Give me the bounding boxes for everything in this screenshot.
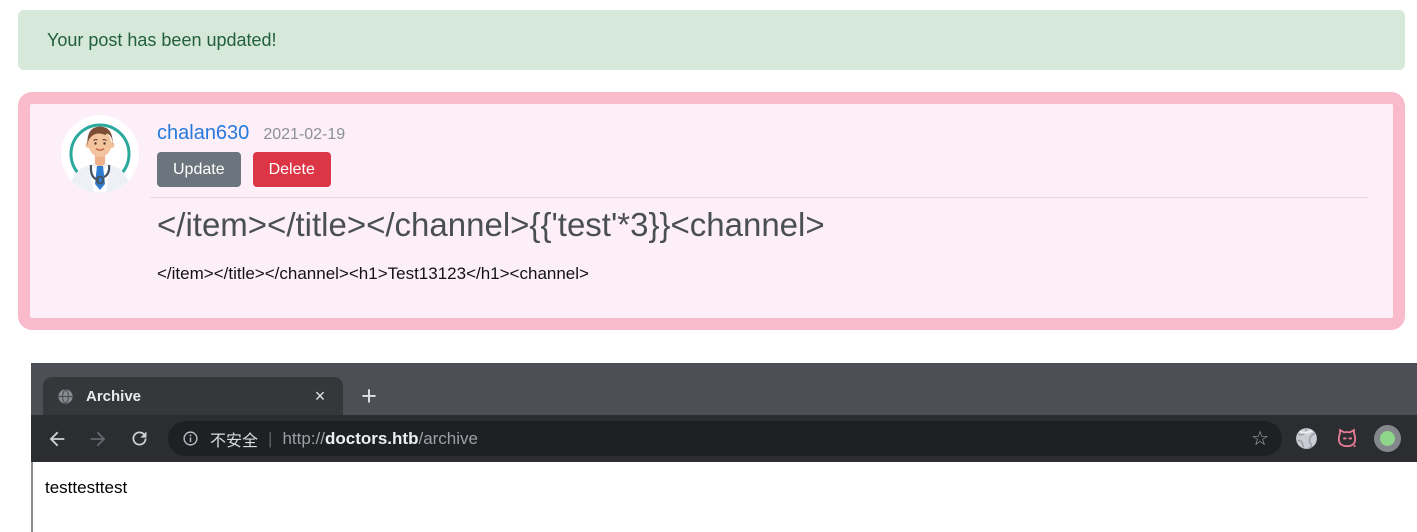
browser-toolbar: 不安全 | http://doctors.htb/archive ☆ — [31, 415, 1417, 462]
post-divider — [150, 197, 1368, 198]
post-header: chalan630 2021-02-19 — [157, 122, 345, 145]
alert-message: Your post has been updated! — [47, 29, 277, 50]
post-card: chalan630 2021-02-19 Update Delete </ite… — [18, 92, 1405, 330]
url-path: /archive — [418, 428, 478, 448]
delete-button[interactable]: Delete — [252, 152, 331, 187]
new-tab-button[interactable]: + — [361, 380, 377, 411]
url-host: doctors.htb — [324, 428, 419, 448]
tab-title: Archive — [86, 387, 142, 405]
url-scheme: http:// — [282, 428, 325, 448]
tab-close-icon[interactable]: × — [314, 385, 326, 406]
back-icon[interactable] — [46, 428, 68, 450]
post-body: </item></title></channel><h1>Test13123</… — [157, 264, 589, 283]
url-text: http://doctors.htb/archive — [282, 429, 478, 449]
reload-icon[interactable] — [128, 428, 150, 450]
browser-window: Archive × + — [31, 363, 1417, 532]
globe-icon — [57, 388, 74, 405]
post-actions: Update Delete — [157, 152, 331, 187]
post-date: 2021-02-19 — [263, 126, 346, 143]
forward-icon[interactable] — [87, 428, 109, 450]
profile-icon[interactable] — [1374, 425, 1401, 452]
page-content: testtesttest — [31, 462, 1417, 532]
profile-status-dot — [1380, 431, 1395, 446]
info-icon[interactable] — [182, 430, 199, 447]
update-button[interactable]: Update — [157, 152, 241, 187]
success-alert: Your post has been updated! — [18, 10, 1405, 70]
address-bar[interactable]: 不安全 | http://doctors.htb/archive ☆ — [168, 421, 1282, 456]
doctor-avatar — [60, 114, 140, 194]
bookmark-star-icon[interactable]: ☆ — [1251, 428, 1269, 450]
extension-cat-icon[interactable] — [1333, 425, 1360, 452]
page-text: testtesttest — [45, 478, 128, 497]
author-link[interactable]: chalan630 — [157, 122, 250, 144]
tab-archive[interactable]: Archive × — [43, 377, 343, 415]
tab-bar: Archive × + — [31, 363, 1417, 415]
url-separator: | — [268, 428, 273, 448]
security-label: 不安全 — [210, 432, 259, 450]
extension-ball-icon[interactable] — [1293, 425, 1320, 452]
post-title: </item></title></channel>{{'test'*3}}<ch… — [157, 206, 825, 243]
